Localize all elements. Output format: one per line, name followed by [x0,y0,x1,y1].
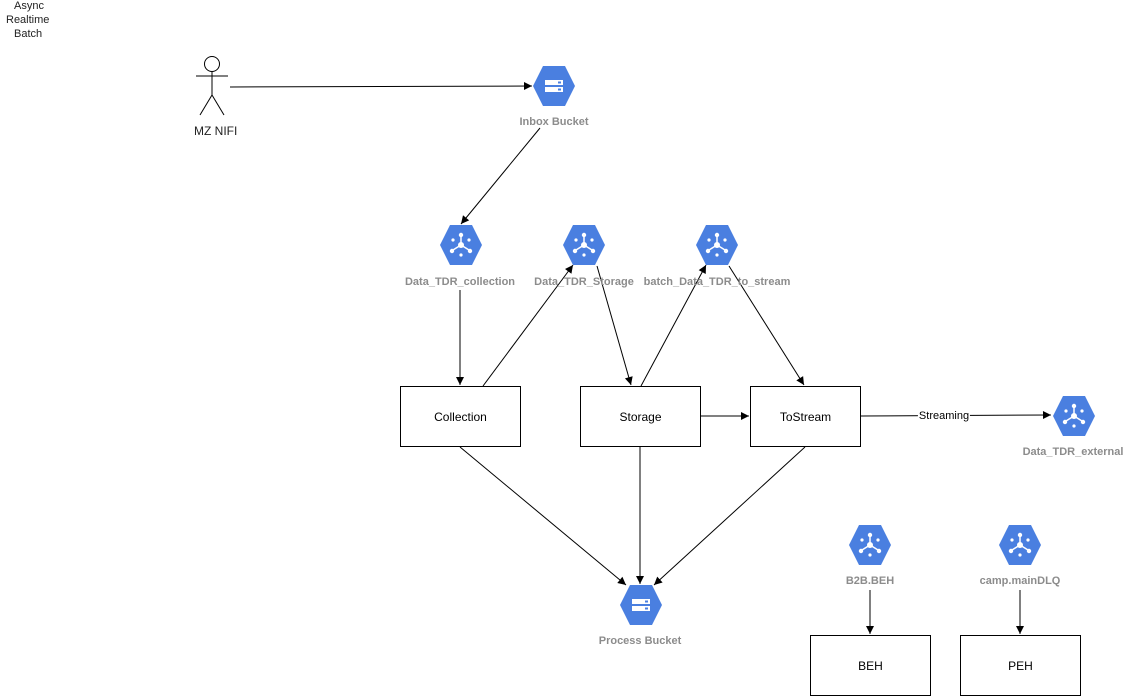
actor-label: MZ NIFI [194,124,238,138]
peh-box[interactable]: PEH [960,635,1081,696]
edge-batch-topic-to-tostream[interactable] [728,265,805,386]
pubsub-icon[interactable] [562,224,606,266]
tostream-box[interactable]: ToStream [750,386,861,447]
topic-batch-to-stream-label: batch_Data_TDR_to_stream [643,276,791,288]
process-bucket-label: Process Bucket [598,635,682,647]
pubsub-icon[interactable] [439,224,483,266]
edge-nifi-to-inbox[interactable] [229,82,533,91]
legend-realtime: Realtime [6,14,50,26]
edge-collection-to-process-bucket[interactable] [459,446,627,586]
pubsub-icon[interactable] [1052,395,1096,437]
topic-collection-label: Data_TDR_collection [404,276,516,288]
storage-box[interactable]: Storage [580,386,701,447]
storage-icon[interactable] [532,65,576,107]
legend-batch: Batch [14,28,43,40]
edge-storage-to-batch-topic[interactable] [640,264,707,387]
streaming-edge-label: Streaming [917,410,971,422]
topic-storage-label: Data_TDR_Storage [534,276,634,288]
storage-icon[interactable] [619,584,663,626]
beh-box[interactable]: BEH [810,635,931,696]
topic-camp-maindlq-label: camp.mainDLQ [979,575,1061,587]
person-icon[interactable] [196,56,228,116]
edge-tostream-to-process-bucket[interactable] [653,446,806,586]
pubsub-icon[interactable] [695,224,739,266]
pubsub-icon[interactable] [848,524,892,566]
edge-inbox-to-collection-topic[interactable] [460,127,541,225]
edge-collection-to-storage-topic[interactable] [482,264,574,387]
legend-async: Async [14,0,44,12]
topic-b2b-beh-label: B2B.BEH [845,575,895,587]
pubsub-icon[interactable] [998,524,1042,566]
collection-box[interactable]: Collection [400,386,521,447]
topic-external-label: Data_TDR_external [1022,446,1124,458]
inbox-bucket-label: Inbox Bucket [519,116,589,128]
edge-storage-topic-to-storage[interactable] [596,265,633,386]
